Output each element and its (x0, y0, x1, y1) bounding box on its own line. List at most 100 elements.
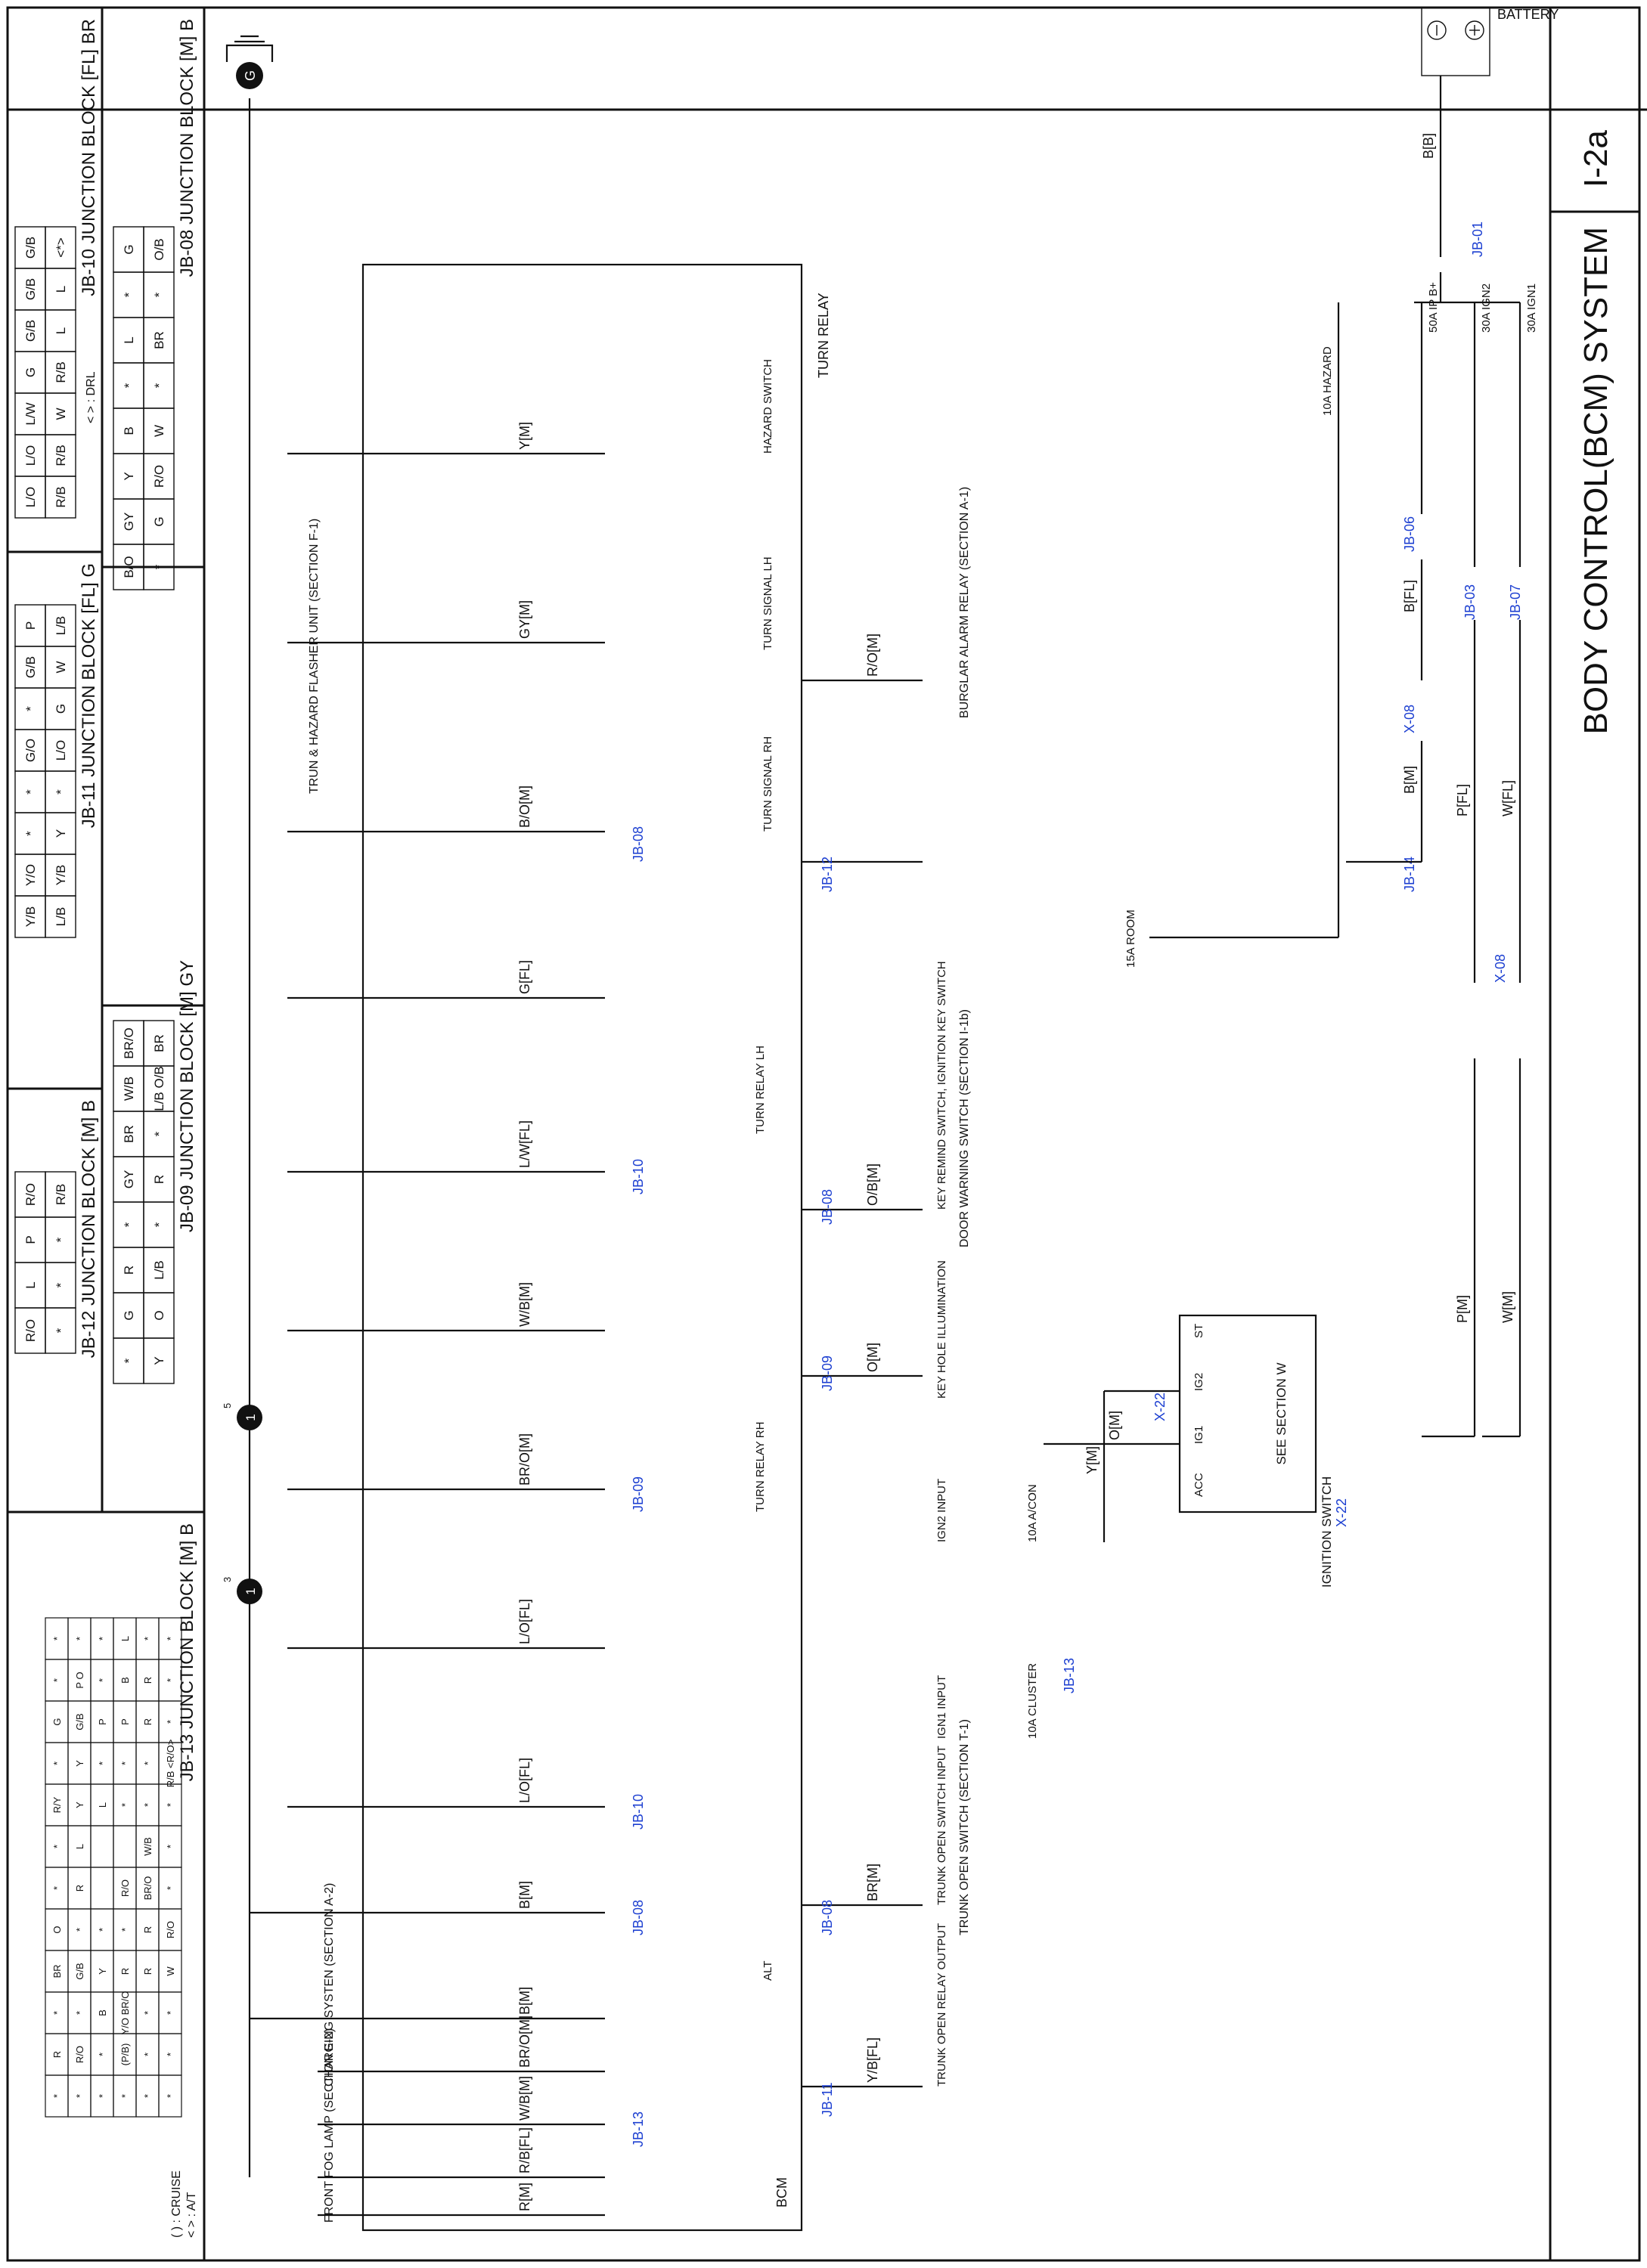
wire-label-bm-gnd2: B[M] (517, 1987, 532, 2015)
trunk-output-label: TRUNK OPEN RELAY OUTPUT (935, 1923, 948, 2087)
x08-label-b: X-08 (1402, 705, 1417, 733)
pin-value: P (23, 1235, 38, 1244)
wire-label-rom: R/O[M] (865, 634, 880, 677)
jb13-pin-value: * (165, 1845, 176, 1848)
dest-burglar: BURGLAR ALARM RELAY (SECTION A-1) (958, 487, 971, 718)
pin-value: O (152, 1310, 166, 1320)
pin-value: BR/O (122, 1027, 136, 1059)
jb13-pin-value: Y (97, 1968, 108, 1975)
page-frame (6, 6, 1641, 2262)
ground-point-1-3: 1 3 (222, 1577, 262, 1604)
pin-value: L/B O/B (152, 1066, 166, 1111)
wire-label-wm: W[M] (1500, 1291, 1515, 1323)
wire-label-lofl: L/O[FL] (517, 1599, 532, 1644)
jb10-pinout: <*>LLR/BWR/BR/BG/BG/BG/BGL/WL/OL/O (14, 226, 76, 519)
pin-value: R (152, 1175, 166, 1184)
ign-term-ig1: IG1 (1193, 1426, 1205, 1444)
wire-label-wbm: W/B[M] (517, 1282, 532, 1327)
key-remind-label: KEY REMIND SWITCH, IGNITION KEY SWITCH (935, 961, 948, 1210)
ground-symbol: G (225, 35, 274, 89)
jb13-pin-value: R (119, 1968, 131, 1975)
pin-value: L (23, 1281, 38, 1288)
pin-value: * (54, 1237, 68, 1242)
pin-cell (14, 1307, 46, 1354)
pin-value: W (54, 407, 68, 420)
wire-label-rm: R[M] (517, 2183, 532, 2211)
jb13-title: JB-13 JUNCTION BLOCK [M] B (177, 1523, 197, 1781)
jb13-pin-cell (113, 1825, 137, 1868)
pin-value: G (122, 244, 136, 254)
jb13-pin-value: * (74, 2011, 85, 2015)
jb03-label: JB-03 (1462, 584, 1478, 620)
jb13-pin-value: R/O (165, 1921, 176, 1938)
wire-label-ym-ign: Y[M] (1084, 1446, 1100, 1474)
jb13-pin-value: R/O (119, 1879, 131, 1897)
jb11-label: JB-11 (820, 2082, 835, 2117)
pin-value: * (152, 1131, 166, 1136)
jb13-pin-value: R/O (74, 2046, 85, 2063)
wire-label-pm: P[M] (1455, 1295, 1470, 1323)
x22-label-a: X-22 (1152, 1393, 1168, 1421)
jb13-pin-value: * (142, 2053, 154, 2056)
jb13-pin-value: * (119, 2094, 131, 2098)
pin-value: * (54, 789, 68, 795)
jb13-pin-value: * (97, 2094, 108, 2098)
at-note: < > : A/T (185, 2192, 198, 2238)
pin-value: BR (122, 1125, 136, 1143)
svg-text:G: G (243, 70, 258, 81)
jb13-pin-value: * (74, 1928, 85, 1932)
jb13-pin-value: G (51, 1718, 63, 1725)
turn-relay-lh-label: TURN RELAY LH (754, 1046, 767, 1134)
pin-value: L/O (23, 445, 38, 466)
jb13-pin-value: * (51, 1761, 63, 1765)
fuse-room: 15A ROOM (1124, 909, 1137, 968)
jb09-label-b: JB-09 (820, 1356, 835, 1391)
ign2-input-label: IGN2 INPUT (935, 1479, 948, 1542)
wire-label-obm: O/B[M] (865, 1163, 880, 1206)
jb13-pin-value: * (74, 2094, 85, 2098)
pin-value: * (122, 1358, 136, 1363)
pin-value: * (152, 292, 166, 297)
jb12-title: JB-12 JUNCTION BLOCK [M] B (79, 1100, 99, 1358)
jb13-pin-value: * (165, 1886, 176, 1890)
pin-cell (14, 895, 46, 938)
pin-value: L/W (23, 402, 38, 425)
jb13-pin-value: L (97, 1802, 108, 1808)
fuse-hazard: 10A HAZARD (1321, 346, 1334, 416)
wire-label-bm: B[M] (1402, 766, 1417, 794)
jb06-label: JB-06 (1402, 516, 1417, 552)
jb13-pin-value: * (97, 1637, 108, 1641)
jb13-pin-value: * (97, 1928, 108, 1932)
jb13-pin-cell (158, 2074, 182, 2118)
jb08-title: JB-08 JUNCTION BLOCK [M] B (177, 19, 197, 277)
cruise-note: ( ) : CRUISE (170, 2170, 183, 2238)
dest-fog: FRONT FOG LAMP (SECTION E-2) (323, 2028, 336, 2223)
pin-value: G (23, 367, 38, 377)
wire-label-gym: GY[M] (517, 600, 532, 639)
fuse-cluster: 10A CLUSTER (1026, 1663, 1039, 1739)
wire-label-wfl: W[FL] (1500, 780, 1515, 816)
pin-value: GY (122, 513, 136, 531)
svg-text:3: 3 (222, 1577, 233, 1582)
wire-label-lwfl: L/W[FL] (517, 1120, 532, 1168)
jb13-pin-value: R (51, 2051, 63, 2058)
pin-value: R/O (23, 1183, 38, 1206)
pin-value: G/O (23, 739, 38, 762)
jb13-pin-value: * (142, 1761, 154, 1765)
wire-label-rbfl: R/B[FL] (517, 2127, 532, 2174)
pin-value: R/O (152, 465, 166, 488)
jb13-pin-cell (90, 1825, 114, 1868)
jb13-pin-value: * (165, 1803, 176, 1807)
pin-value: * (54, 1282, 68, 1287)
turn-relay-rh-label: TURN RELAY RH (754, 1422, 767, 1512)
jb13-pin-value: G/B (74, 1963, 85, 1979)
wire-label-ybfl: Y/B[FL] (865, 2037, 880, 2083)
wire-label-bom: B/O[M] (517, 785, 532, 828)
ign-term-acc: ACC (1193, 1473, 1205, 1497)
jb13-pin-value: * (119, 1803, 131, 1807)
wire-label-brm: BR[M] (865, 1864, 880, 1901)
ignition-switch-box (1178, 1314, 1317, 1514)
jb13-pin-value: W/B (142, 1837, 154, 1856)
